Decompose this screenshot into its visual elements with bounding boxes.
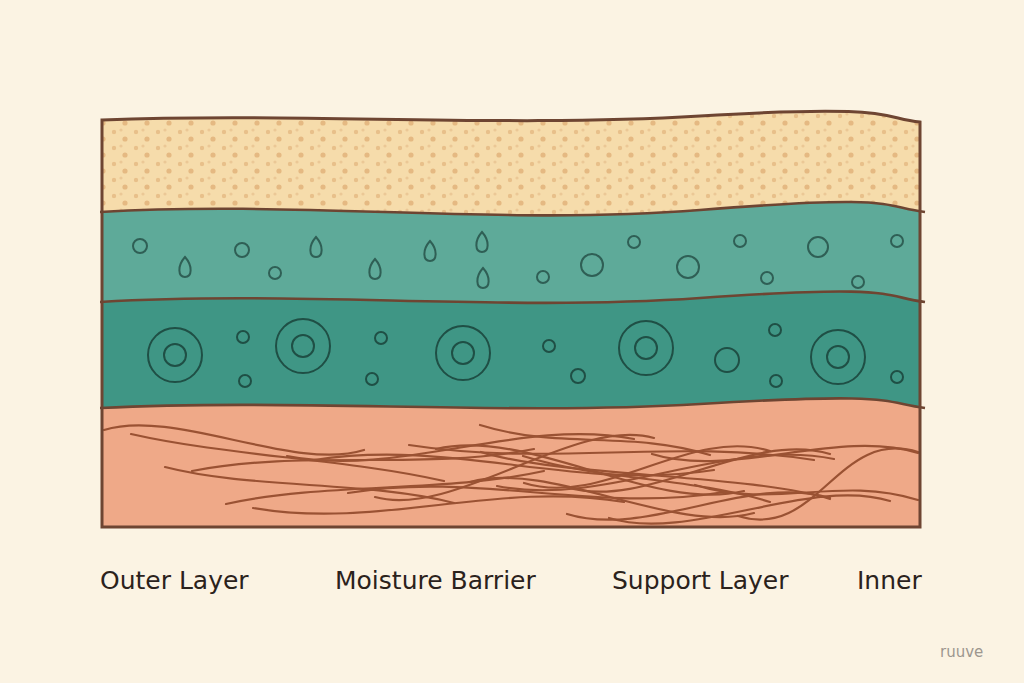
cell-inner [827, 346, 849, 368]
fiber [567, 492, 830, 520]
fiber [131, 434, 444, 481]
cell-small [543, 340, 555, 352]
cell-small [239, 375, 251, 387]
layer-label: Moisture Barrier [335, 566, 536, 596]
layer-outlines [100, 111, 925, 527]
bubble [734, 235, 746, 247]
cell-small [366, 373, 378, 385]
cell-inner [635, 337, 657, 359]
fiber [523, 456, 770, 502]
cell-inner [164, 344, 186, 366]
cell-outer [436, 326, 490, 380]
bubble [677, 256, 699, 278]
support-cells [148, 319, 903, 387]
drop [476, 232, 487, 252]
fiber [738, 448, 918, 519]
fiber [480, 425, 710, 455]
bubble [891, 235, 903, 247]
bubble [537, 271, 549, 283]
layer-label: Support Layer [612, 566, 788, 596]
fiber [253, 496, 624, 513]
cell-small [237, 331, 249, 343]
cell-outer [619, 321, 673, 375]
drop [310, 237, 321, 257]
cell-inner [452, 342, 474, 364]
layer-label: Outer Layer [100, 566, 249, 596]
bubble [761, 272, 773, 284]
cell-small [715, 348, 739, 372]
bubble [269, 267, 281, 279]
watermark: ruuve [940, 643, 983, 661]
drop [477, 268, 488, 288]
layer-bands [100, 100, 925, 530]
bubble [852, 276, 864, 288]
bubble [581, 254, 603, 276]
cell-small [770, 375, 782, 387]
drop [179, 257, 190, 277]
cell-outer [811, 330, 865, 384]
drop [369, 259, 380, 279]
moisture-bubbles [133, 232, 903, 288]
bubble [235, 243, 249, 257]
fiber [165, 467, 454, 503]
drop [424, 241, 435, 261]
fiber [524, 446, 770, 488]
fiber-lines [104, 425, 918, 524]
layer-label: Inner [857, 566, 922, 596]
bubble [628, 236, 640, 248]
cell-small [571, 369, 585, 383]
bubble [133, 239, 147, 253]
cell-inner [292, 335, 314, 357]
cell-small [891, 371, 903, 383]
bubble [808, 237, 828, 257]
cell-small [375, 332, 387, 344]
cell-small [769, 324, 781, 336]
cell-outer [276, 319, 330, 373]
cell-outer [148, 328, 202, 382]
